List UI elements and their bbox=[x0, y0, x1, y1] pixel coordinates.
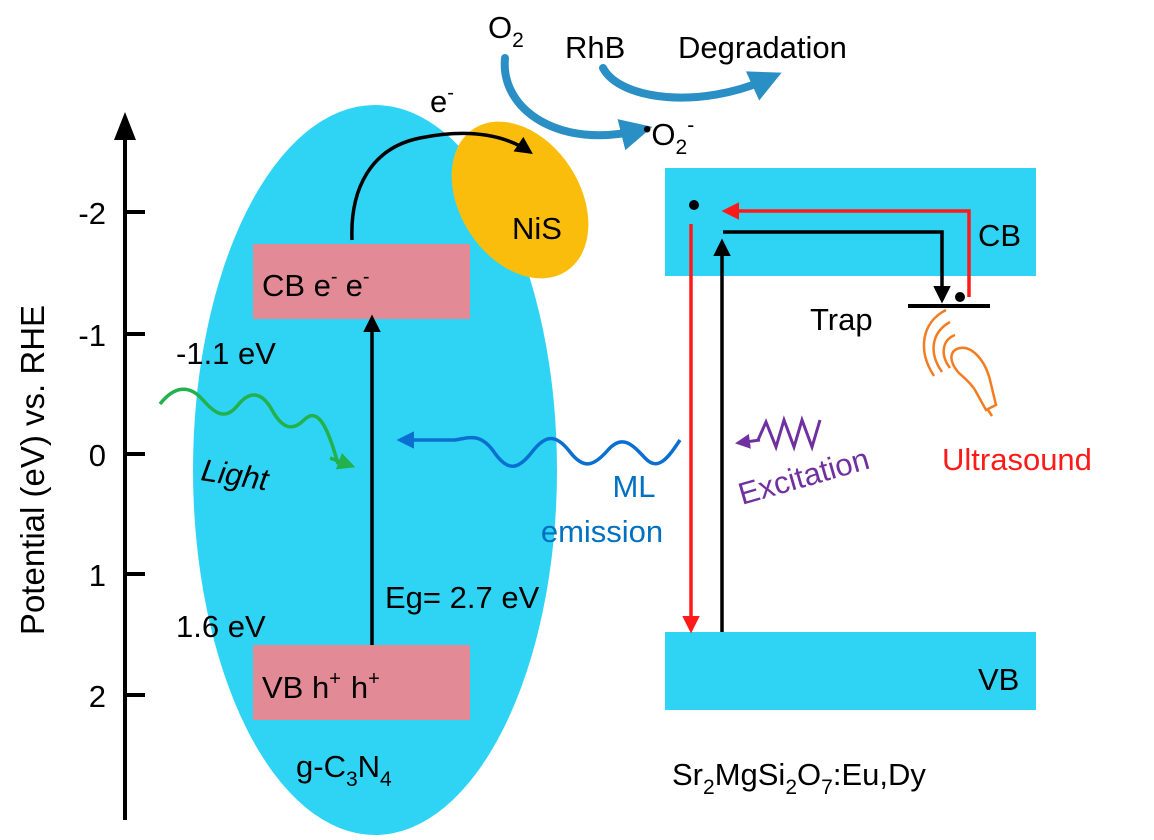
smso-cb-band bbox=[665, 168, 1036, 276]
trapping-arrow bbox=[723, 230, 951, 304]
ultrasound-label: Ultrasound bbox=[942, 442, 1092, 477]
axis-tick-label: 2 bbox=[89, 679, 106, 714]
ml-emission-wave bbox=[396, 431, 682, 468]
excitation-arrow-icon bbox=[735, 433, 761, 449]
light-arrow-icon bbox=[329, 452, 356, 470]
axis-tick-label: 0 bbox=[89, 438, 106, 473]
gcn-vb-box bbox=[253, 645, 470, 720]
excitation-label: Excitation bbox=[734, 441, 873, 512]
gcn-cb-potential: -1.1 eV bbox=[176, 336, 276, 371]
axis-tick-label: -1 bbox=[78, 318, 106, 353]
trap-label: Trap bbox=[810, 302, 873, 337]
axis-tick-label: -2 bbox=[78, 196, 106, 231]
o2-label: O2 bbox=[488, 10, 524, 52]
rhb-degradation-arrow bbox=[599, 64, 782, 102]
cb-electron bbox=[689, 200, 699, 210]
nis-label: NiS bbox=[512, 211, 562, 246]
o2-reduction-arrow bbox=[500, 54, 653, 151]
gcn-cb-box bbox=[253, 244, 470, 319]
electron-label: e- bbox=[430, 82, 454, 119]
ultrasound-transducer-icon bbox=[922, 308, 998, 417]
ml-label-line2: emission bbox=[541, 514, 663, 549]
excitation-wave bbox=[756, 415, 822, 452]
gcn-vb-potential: 1.6 eV bbox=[176, 609, 266, 644]
smso-name: Sr2MgSi2O7:Eu,Dy bbox=[672, 757, 926, 799]
smso-cb-label: CB bbox=[978, 218, 1021, 253]
gcn-name: g-C3N4 bbox=[296, 749, 392, 791]
bandgap-label: Eg= 2.7 eV bbox=[385, 580, 540, 615]
detrapping-arrow bbox=[721, 202, 971, 297]
electron-transfer-arrow bbox=[350, 131, 533, 241]
smso-vb-band bbox=[665, 632, 1036, 710]
degradation-label: Degradation bbox=[678, 30, 847, 65]
gcn-cb-text: CB e-e- bbox=[262, 266, 370, 303]
nis-particle bbox=[451, 121, 589, 279]
smso-vb-label: VB bbox=[978, 662, 1019, 697]
axis-tick-label: 1 bbox=[89, 558, 106, 593]
trapped-electron bbox=[955, 292, 965, 302]
ml-label-line1: ML bbox=[612, 469, 655, 504]
axis-label: Potential (eV) vs. RHE bbox=[14, 305, 51, 635]
potential-axis: -2 -1 0 1 2 Potential (eV) vs. RHE bbox=[14, 112, 145, 820]
superoxide-label: •O2- bbox=[643, 114, 694, 159]
gcn-vb-text: VB h+h+ bbox=[262, 668, 380, 705]
light-wave bbox=[158, 387, 340, 465]
rhb-label: RhB bbox=[565, 30, 625, 65]
axis-arrow-icon bbox=[114, 112, 136, 140]
